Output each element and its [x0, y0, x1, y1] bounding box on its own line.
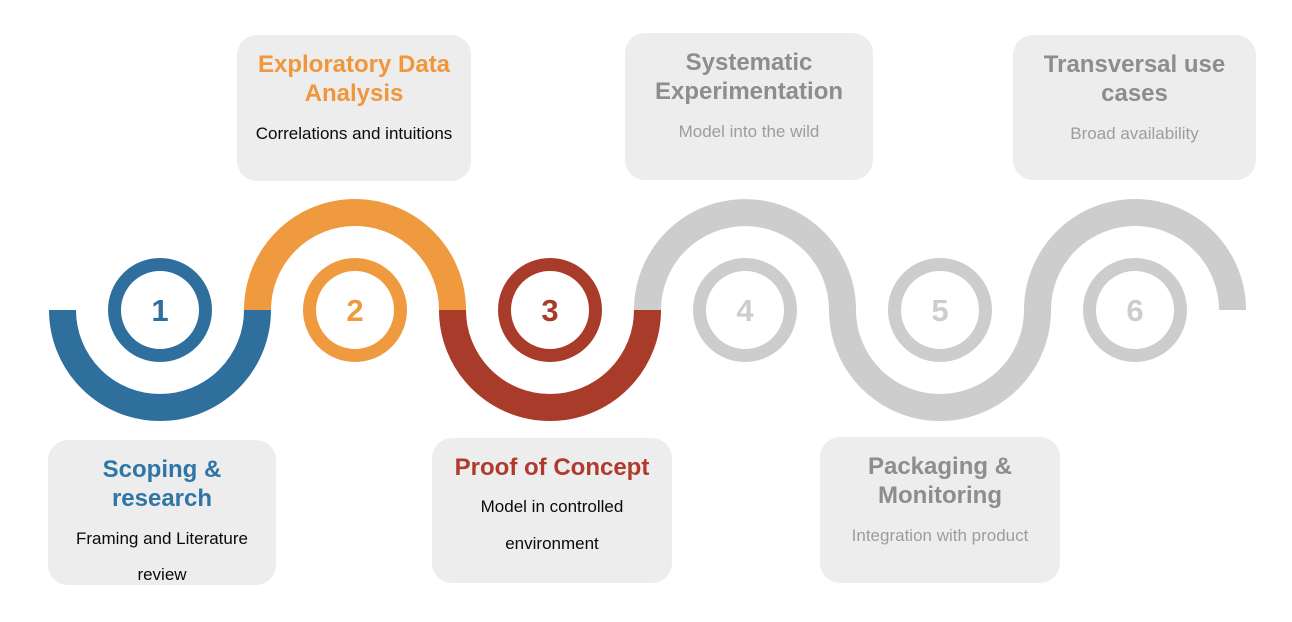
wave-segment-4: [634, 199, 856, 311]
wave-segment-6: [1024, 199, 1246, 311]
card-subtitle: Correlations and intuitions: [255, 123, 453, 143]
card-title: Proof of Concept: [454, 454, 650, 481]
step-number-5: 5: [931, 293, 948, 328]
step-number-1: 1: [151, 293, 168, 328]
wave-segment-5: [829, 309, 1051, 421]
step-card-scoping-research: Scoping & research Framing and Literatur…: [48, 440, 276, 585]
card-subtitle: Broad availability: [1070, 123, 1199, 143]
wave-segment-1: [49, 309, 271, 421]
step-card-packaging-monitoring: Packaging & Monitoring Integration with …: [820, 437, 1060, 583]
wave-segment-2: [244, 199, 466, 311]
step-number-3: 3: [541, 293, 558, 328]
step-circle-4: [693, 258, 797, 362]
step-card-exploratory-data-analysis: Exploratory Data Analysis Correlations a…: [237, 35, 471, 181]
step-circle-1: [108, 258, 212, 362]
card-subtitle: Model into the wild: [678, 121, 820, 141]
card-subtitle: Integration with product: [851, 525, 1029, 545]
card-title: Exploratory Data Analysis: [257, 51, 451, 108]
step-card-transversal-use-cases: Transversal use cases Broad availability: [1013, 35, 1256, 180]
step-circle-2: [303, 258, 407, 362]
step-circle-6: [1083, 258, 1187, 362]
card-title: Systematic Experimentation: [654, 49, 844, 106]
card-title: Packaging & Monitoring: [867, 453, 1013, 510]
step-number-4: 4: [736, 293, 754, 328]
step-card-proof-of-concept: Proof of Concept Model in controlled env…: [432, 438, 672, 583]
card-subtitle: Model in controlled environment: [480, 497, 624, 553]
step-circle-3: [498, 258, 602, 362]
card-title: Transversal use cases: [1043, 51, 1226, 108]
step-circle-5: [888, 258, 992, 362]
step-number-6: 6: [1126, 293, 1143, 328]
card-subtitle: Framing and Literature review: [76, 528, 248, 585]
step-number-2: 2: [346, 293, 363, 328]
wave-segment-3: [439, 309, 661, 421]
card-title: Scoping & research: [102, 456, 222, 513]
step-card-systematic-experimentation: Systematic Experimentation Model into th…: [625, 33, 873, 180]
